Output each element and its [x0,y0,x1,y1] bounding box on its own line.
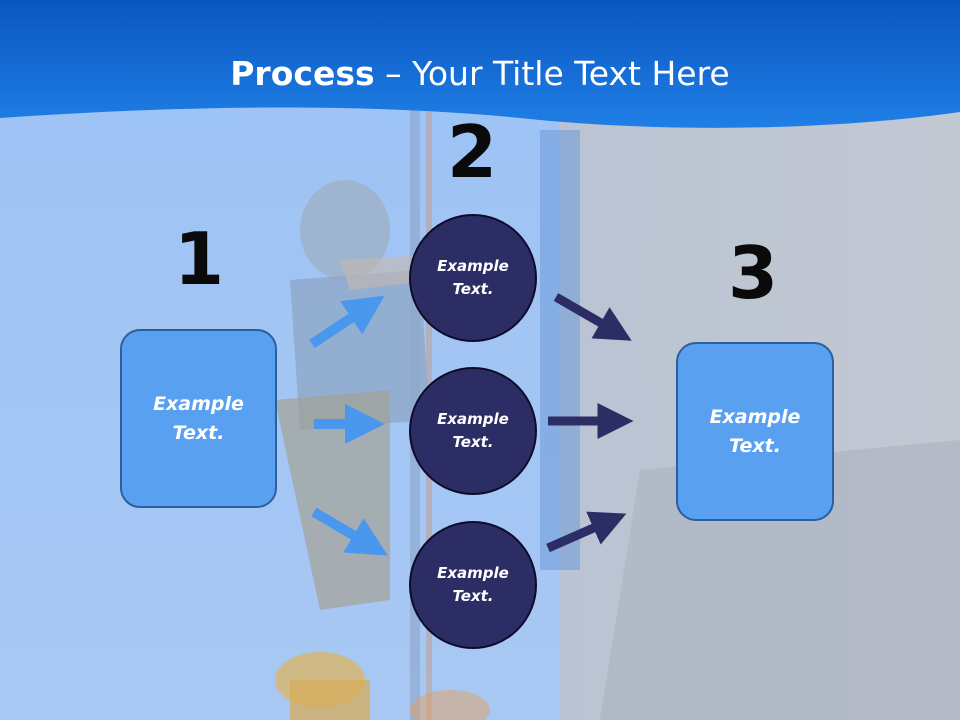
step-2-circle-top: Example Text. [409,214,537,342]
arrow-out-bottom [546,511,627,553]
circle-top-line2: Text. [452,280,494,298]
step-2-circle-middle: Example Text. [409,367,537,495]
slide-title: Process – Your Title Text Here [0,52,960,96]
step-3-text-line1: Example [709,405,801,428]
step-1-text-line1: Example [153,392,244,415]
step-1-text: Example Text. [139,390,259,448]
circle-bottom-line2: Text. [452,587,494,605]
circle-bottom-line1: Example [437,564,509,582]
circle-middle-line2: Text. [452,433,494,451]
step-number-3: 3 [727,231,779,315]
arrow-in-top [309,295,385,349]
circle-middle-line1: Example [437,410,509,428]
step-3-box: Example Text. [676,342,834,521]
circle-top-text: Example Text. [423,255,523,301]
step-3-text: Example Text. [695,403,815,461]
title-rest: – Your Title Text Here [374,54,730,93]
title-bold: Process [230,54,375,93]
header-band [0,0,960,128]
step-3-text-line2: Text. [729,434,781,457]
arrow-in-bottom [311,507,388,556]
step-1-text-line2: Text. [172,421,225,444]
step-1-box: Example Text. [120,329,277,508]
circle-bottom-text: Example Text. [423,562,523,608]
step-2-circle-bottom: Example Text. [409,521,537,649]
step-number-1: 1 [173,217,225,301]
arrow-out-top [553,293,632,341]
step-number-2: 2 [446,110,498,194]
circle-middle-text: Example Text. [423,408,523,454]
circle-top-line1: Example [437,257,509,275]
